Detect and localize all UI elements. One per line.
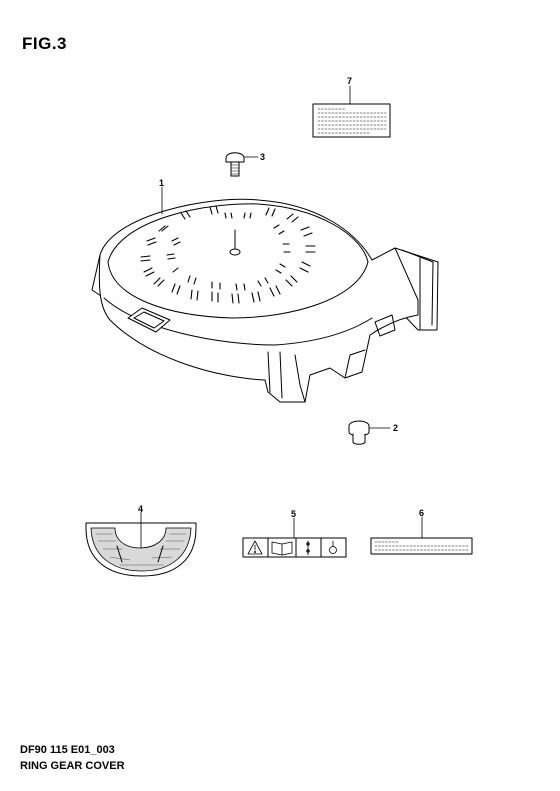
diagram-code: DF90 115 E01_003 [20, 744, 115, 756]
key-ring-icon [329, 540, 337, 554]
warning-label-part[interactable] [242, 517, 347, 558]
label-7-part[interactable] [312, 85, 391, 138]
callout-3: 3 [260, 152, 265, 162]
figure-title: FIG.3 [22, 34, 68, 53]
ring-gear-cover-part[interactable] [91, 186, 439, 403]
decal-arc-part[interactable] [85, 511, 197, 577]
callout-5: 5 [291, 509, 296, 519]
callout-6: 6 [419, 508, 424, 518]
callout-4: 4 [138, 504, 143, 514]
plug-part[interactable] [348, 420, 391, 445]
fuse-icon [306, 540, 310, 556]
callout-2: 2 [393, 423, 398, 433]
callout-1: 1 [159, 178, 164, 188]
stripe-label-part[interactable] [370, 516, 473, 555]
warning-triangle-icon [247, 540, 263, 555]
callout-7: 7 [347, 76, 352, 86]
diagram-name: RING GEAR COVER [20, 760, 125, 772]
manual-book-icon [271, 541, 293, 556]
screw-part[interactable] [225, 152, 259, 177]
